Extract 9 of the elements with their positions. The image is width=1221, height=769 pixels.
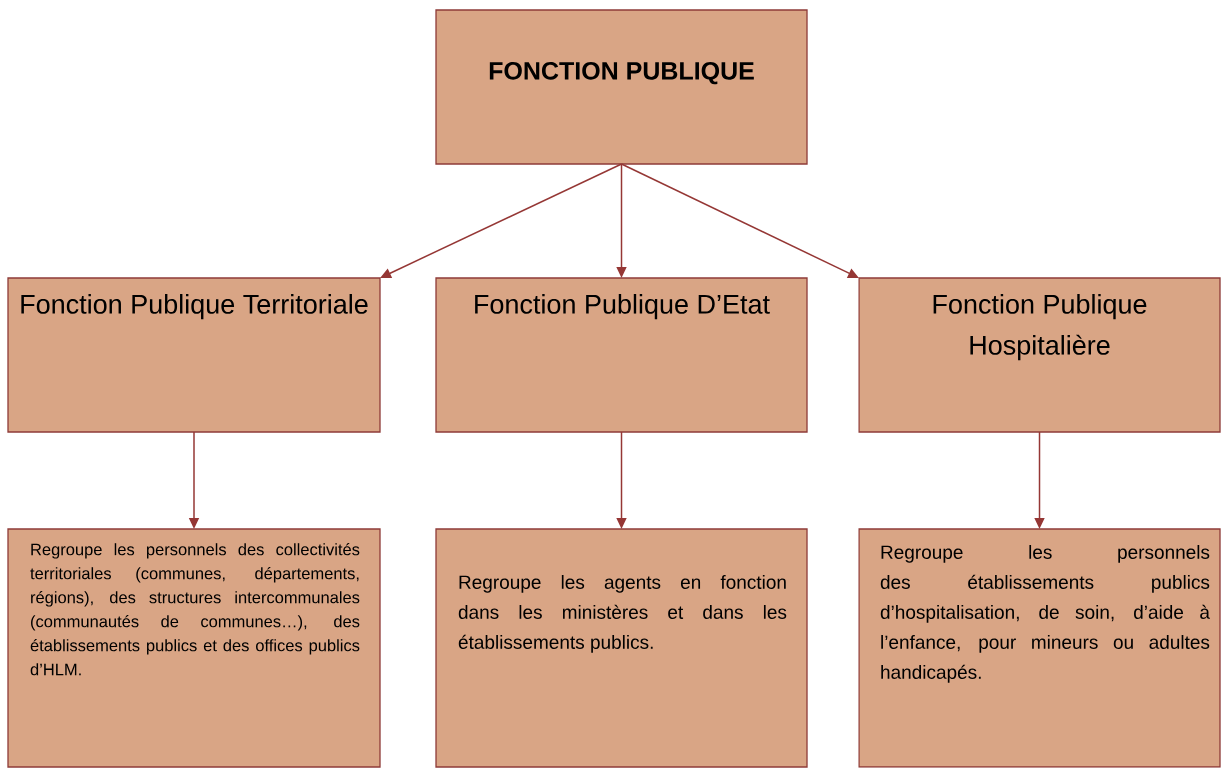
description-box: Regroupe les personnels des collectivités territoriales (communes, départements, régions), des structures intercommunales (communautés de communes…), des établissements publics et des offices publics d’HLM. (7, 528, 381, 768)
category-box: Fonction Publique Territoriale (7, 277, 381, 433)
arrow (620, 163, 859, 278)
description-box: Regroupe les agents en fonction dans les ministères et dans les établissements publics. (435, 528, 808, 768)
category-box: Fonction Publique D’Etat (435, 277, 808, 433)
arrow (380, 163, 623, 278)
description-box: Regroupe les personnels des établissements publics d’hospitalisation, de soin, d’aide à l’enfance, pour mineurs ou adultes handicapés. (858, 528, 1221, 768)
title-box: FONCTION PUBLIQUE (435, 9, 808, 165)
category-box: Fonction Publique Hospitalière (858, 277, 1221, 433)
